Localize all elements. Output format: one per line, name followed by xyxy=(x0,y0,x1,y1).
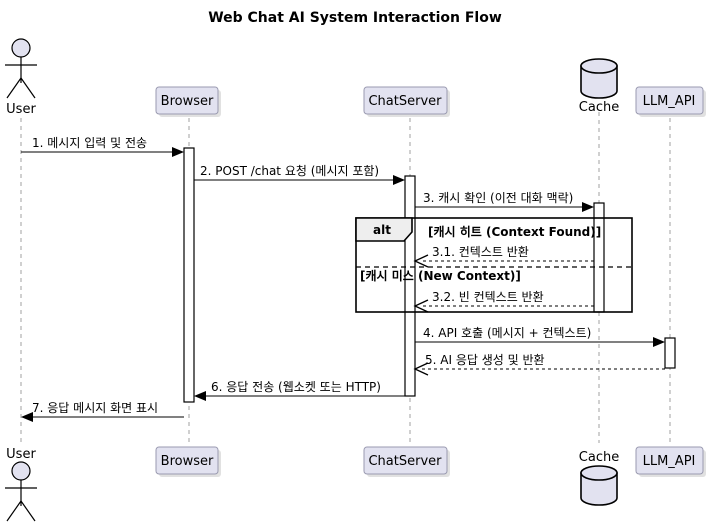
participant-user-bottom[interactable]: User xyxy=(5,447,37,522)
message-5[interactable]: 5. AI 응답 생성 및 반환 xyxy=(413,353,665,376)
participant-label-cache-top: Cache xyxy=(579,100,619,115)
fragment-condition-2: [캐시 미스 (New Context)] xyxy=(360,268,521,283)
message-label-3-2: 3.2. 빈 컨텍스트 반환 xyxy=(432,290,544,304)
message-label-3: 3. 캐시 확인 (이전 대화 맥락) xyxy=(423,191,573,205)
actor-head-icon xyxy=(11,461,31,481)
participant-label-browser-bottom: Browser xyxy=(161,454,214,469)
participant-box-chatserver-top xyxy=(363,86,448,115)
page-title: Web Chat AI System Interaction Flow xyxy=(208,10,502,26)
database-cylinder-icon xyxy=(580,65,618,99)
actor-left-leg-icon xyxy=(6,500,22,522)
message-arrowhead-4 xyxy=(653,337,665,347)
participant-llm-api-bottom[interactable]: LLM_API xyxy=(635,446,706,477)
participant-label-cache-bottom: Cache xyxy=(579,450,619,465)
message-3-2[interactable]: 3.2. 빈 컨텍스트 반환 xyxy=(413,290,594,313)
activation-bar-llm-api xyxy=(664,337,676,369)
message-label-7: 7. 응답 메시지 화면 표시 xyxy=(32,401,158,415)
participant-llm-api-top[interactable]: LLM_API xyxy=(635,86,706,117)
participant-box-browser-bottom xyxy=(155,446,219,475)
message-label-4: 4. API 호출 (메시지 + 컨텍스트) xyxy=(423,326,591,340)
fragment-operator-tab xyxy=(355,217,413,242)
message-2[interactable]: 2. POST /chat 요청 (메시지 포함) xyxy=(194,164,405,185)
participant-cache-top[interactable]: Cache xyxy=(579,58,619,115)
message-label-3-1: 3.1. 컨텍스트 반환 xyxy=(432,245,529,259)
message-arrowhead-3-1 xyxy=(413,254,429,268)
message-label-6: 6. 응답 전송 (웹소켓 또는 HTTP) xyxy=(211,380,381,394)
database-top-ellipse-icon xyxy=(580,58,618,74)
participant-label-llm-api-top: LLM_API xyxy=(643,94,696,109)
fragment-operator-label: alt xyxy=(373,223,391,237)
message-label-5: 5. AI 응답 생성 및 반환 xyxy=(425,353,545,367)
participant-browser-top[interactable]: Browser xyxy=(155,86,221,117)
participant-box-chatserver-bottom xyxy=(363,446,448,475)
message-arrowhead-3-2 xyxy=(413,299,429,313)
message-4[interactable]: 4. API 호출 (메시지 + 컨텍스트) xyxy=(415,326,665,347)
participant-label-llm-api-bottom: LLM_API xyxy=(643,454,696,469)
message-6[interactable]: 6. 응답 전송 (웹소켓 또는 HTTP) xyxy=(194,380,405,401)
participant-browser-bottom[interactable]: Browser xyxy=(155,446,221,477)
actor-left-leg-icon xyxy=(6,77,22,99)
message-label-1: 1. 메시지 입력 및 전송 xyxy=(32,136,147,150)
fragment-frame-border xyxy=(355,217,633,313)
fragment-alt: alt [캐시 히트 (Context Found)] [캐시 미스 (New … xyxy=(355,217,633,313)
activations-group xyxy=(183,147,676,403)
message-arrowhead-5 xyxy=(413,362,429,376)
participant-chatserver-bottom[interactable]: ChatServer xyxy=(363,446,450,477)
participant-box-browser-top xyxy=(155,86,219,115)
message-3[interactable]: 3. 캐시 확인 (이전 대화 맥락) xyxy=(415,191,594,212)
participant-cache-bottom[interactable]: Cache xyxy=(579,450,619,506)
message-7[interactable]: 7. 응답 메시지 화면 표시 xyxy=(21,401,184,422)
message-1[interactable]: 1. 메시지 입력 및 전송 xyxy=(21,136,184,157)
participant-label-chatserver-top: ChatServer xyxy=(368,94,442,109)
participant-box-llm-api-bottom xyxy=(635,446,704,475)
message-3-1[interactable]: 3.1. 컨텍스트 반환 xyxy=(413,245,594,268)
message-label-2: 2. POST /chat 요청 (메시지 포함) xyxy=(200,164,379,178)
participant-label-user-top: User xyxy=(6,102,36,117)
database-cylinder-icon xyxy=(580,472,618,506)
activation-bar-chatserver xyxy=(404,175,416,397)
message-arrowhead-6 xyxy=(194,391,206,401)
fragment-condition-1: [캐시 히트 (Context Found)] xyxy=(428,224,601,239)
actor-right-leg-icon xyxy=(20,77,36,99)
participant-box-llm-api-top xyxy=(635,86,704,115)
message-arrowhead-1 xyxy=(172,147,184,157)
participant-label-chatserver-bottom: ChatServer xyxy=(368,454,442,469)
participant-label-user-bottom: User xyxy=(6,447,36,462)
activation-bar-browser xyxy=(183,147,195,403)
participant-chatserver-top[interactable]: ChatServer xyxy=(363,86,450,117)
message-arrowhead-2 xyxy=(393,175,405,185)
participant-user-top[interactable]: User xyxy=(5,38,37,117)
actor-head-icon xyxy=(11,38,31,58)
message-arrowhead-3 xyxy=(582,202,594,212)
database-top-ellipse-icon xyxy=(580,465,618,481)
activation-bar-cache xyxy=(593,202,605,313)
actor-right-leg-icon xyxy=(20,500,36,522)
message-arrowhead-7 xyxy=(21,412,33,422)
participant-label-browser-top: Browser xyxy=(161,94,214,109)
